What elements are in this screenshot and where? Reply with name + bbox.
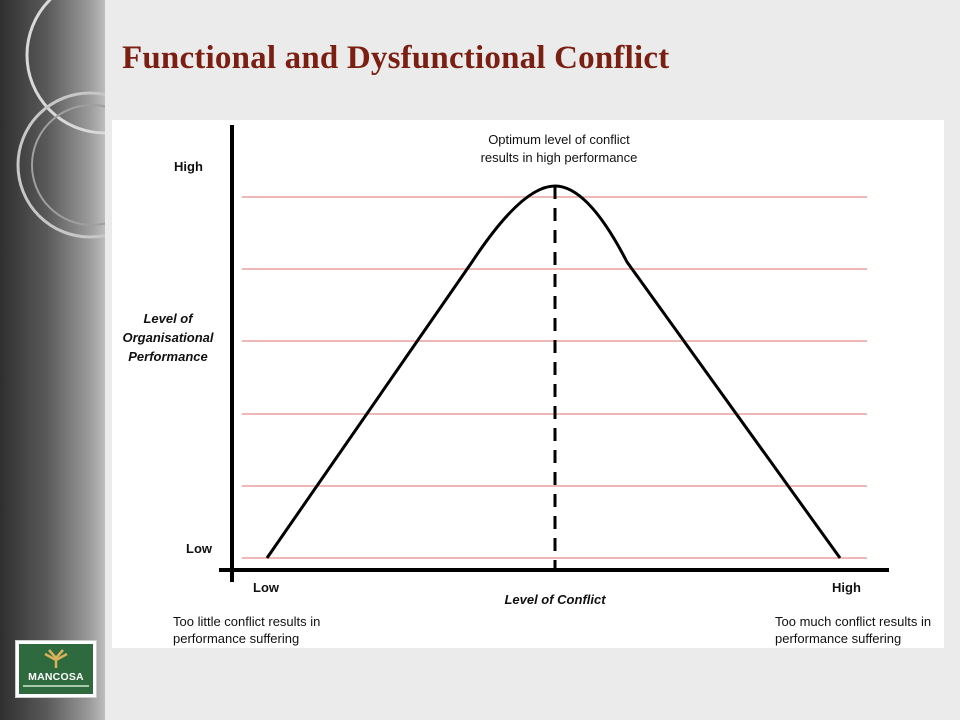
y-axis-high-label: High (174, 159, 203, 174)
left-note-line-1: Too little conflict results in (173, 614, 320, 629)
x-axis-low-label: Low (253, 580, 280, 595)
x-axis-high-label: High (832, 580, 861, 595)
y-axis-title-line-1: Level of (143, 311, 194, 326)
decorative-rings (16, 0, 105, 239)
left-note-line-2: performance suffering (173, 631, 299, 646)
performance-curve (265, 184, 842, 559)
x-axis-title: Level of Conflict (504, 592, 606, 607)
decorative-sidebar (0, 0, 105, 720)
peak-annotation-line-1: Optimum level of conflict (488, 132, 630, 147)
gridlines (242, 196, 867, 559)
right-note-line-2: performance suffering (775, 631, 901, 646)
diagram-svg: High Low Level of Organisational Perform… (122, 125, 931, 646)
mancosa-logo: MANCOSA (15, 640, 97, 698)
peak-annotation-line-2: results in high performance (481, 150, 638, 165)
conflict-performance-diagram: High Low Level of Organisational Perform… (112, 120, 944, 648)
y-axis-title-line-3: Performance (128, 349, 207, 364)
right-note-line-1: Too much conflict results in (775, 614, 931, 629)
tree-icon (44, 649, 68, 668)
slide-title: Functional and Dysfunctional Conflict (122, 40, 670, 76)
logo-text: MANCOSA (28, 671, 84, 683)
y-axis-title-line-2: Organisational (122, 330, 213, 345)
y-axis-low-label: Low (186, 541, 213, 556)
